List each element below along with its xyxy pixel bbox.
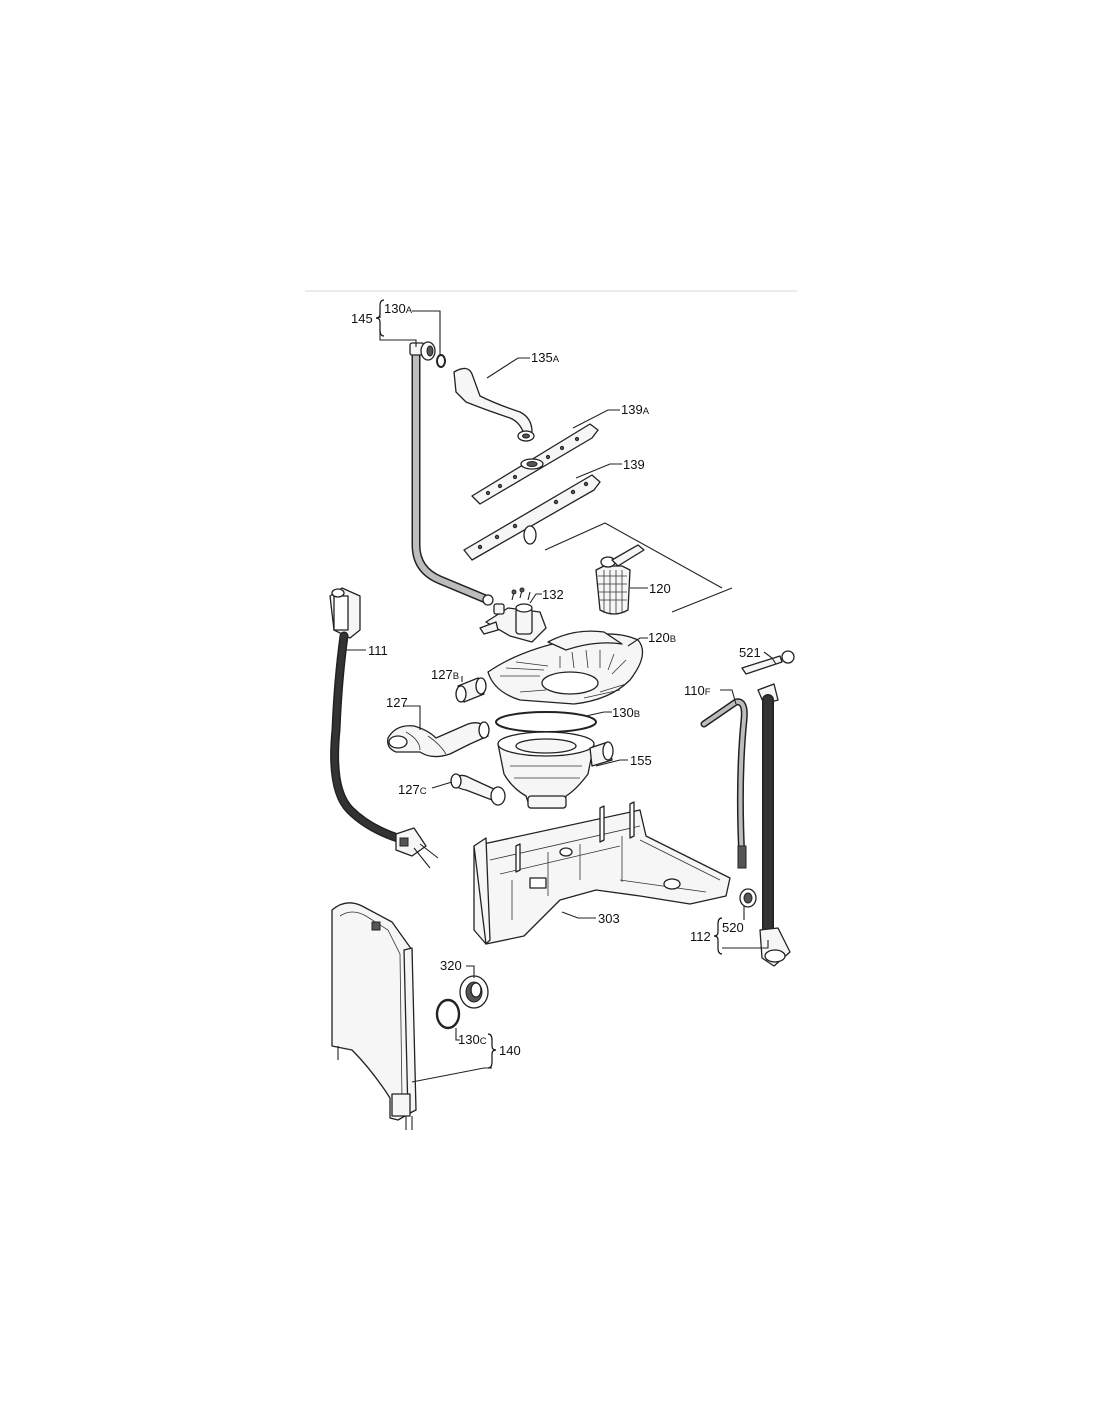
brace-145 [375,299,385,337]
part-320-seal-flange [459,975,489,1009]
label-303: 303 [598,911,620,926]
part-520-nut [739,888,757,908]
label-139: 139 [623,457,645,472]
part-145-supply-pipe [409,341,494,606]
part-130a-oring [436,354,446,368]
label-521: 521 [739,645,761,660]
part-111-inlet-hose [329,587,439,869]
part-127b-connector [455,677,487,703]
label-112: 112 [690,929,711,944]
label-145: 145 [351,311,373,326]
label-155: 155 [630,753,652,768]
leader-lines [346,310,777,1083]
part-521-clip [741,650,795,675]
part-135a-arm-feed [453,367,535,442]
label-127b: 127B [431,667,459,682]
part-139a-upper-spray-arm [471,423,599,505]
label-135a: 135A [531,350,560,365]
part-labels: 145 130A 135A 139A 139 120 132 120B 111 … [351,301,761,1058]
part-127-drain-connector [387,721,490,758]
part-120b-filter-plate [487,630,644,705]
label-520: 520 [722,920,744,935]
group-bracket-lines [544,522,733,613]
part-132-valve-unit [479,587,547,643]
label-140: 140 [499,1043,521,1058]
part-139-lower-spray-arm [463,474,601,561]
part-112-drain-hose [757,683,791,967]
brace-112 [713,917,723,955]
label-130b: 130B [612,705,640,720]
part-140-door-panel [331,902,417,1130]
label-139a: 139A [621,402,650,417]
part-303-base [473,801,731,945]
part-155-sump [497,731,614,809]
label-111: 111 [368,643,388,658]
label-120: 120 [649,581,671,596]
label-130a: 130A [384,301,413,316]
part-127c-hose [450,773,506,806]
part-130c-oring [435,998,461,1030]
label-127: 127 [386,695,408,710]
label-132: 132 [542,587,564,602]
label-110f: 110F [684,683,711,698]
curly-braces [375,299,723,1069]
label-120b: 120B [648,630,676,645]
part-120-filter [595,544,645,615]
part-110f-hose [700,698,748,869]
part-130b-seal [495,711,597,733]
label-127c: 127C [398,782,427,797]
label-320: 320 [440,958,462,973]
label-130c: 130C [458,1032,487,1047]
brace-140 [487,1033,497,1069]
